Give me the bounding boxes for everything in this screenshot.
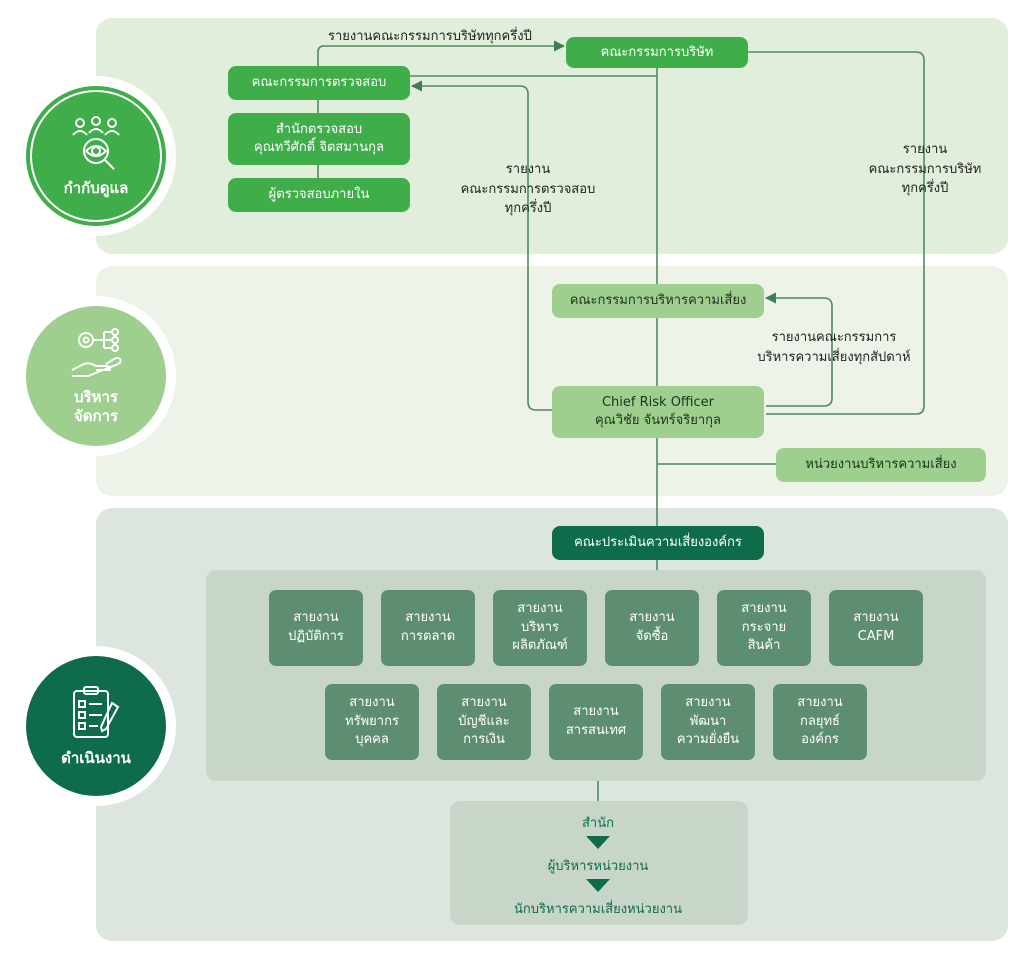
checklist-pencil-icon <box>73 686 120 739</box>
unit-distribution: สายงาน กระจาย สินค้า <box>717 590 811 666</box>
down-arrow-icon <box>586 836 610 849</box>
risk-unit-box: หน่วยงานบริหารความเสี่ยง <box>776 448 986 482</box>
report-audit-label: รายงาน คณะกรรมการตรวจสอบ ทุกครึ่งปี <box>460 162 596 216</box>
board-box: คณะกรรมการบริษัท <box>566 37 748 68</box>
unit-marketing: สายงาน การตลาด <box>381 590 475 666</box>
manage-title: บริหาร จัดการ <box>73 387 119 426</box>
manage-circle: บริหาร จัดการ <box>16 296 176 456</box>
hand-gear-network-icon <box>71 327 122 377</box>
unit-hr: สายงาน ทรัพยากร บุคคล <box>325 684 419 760</box>
unit-strategy: สายงาน กลยุทธ์ องค์กร <box>773 684 867 760</box>
operate-circle: ดำเนินงาน <box>16 646 176 806</box>
office-step: สำนัก <box>582 816 614 831</box>
unit-it: สายงาน สารสนเทศ <box>549 684 643 760</box>
audit-office-box: สำนักตรวจสอบ คุณทวีศักดิ์ จิตสมานกุล <box>228 113 410 165</box>
risk-committee-box: คณะกรรมการบริหารความเสี่ยง <box>552 284 764 318</box>
govern-title: กำกับดูแล <box>63 179 129 198</box>
report-board-right-label: รายงาน คณะกรรมการบริษัท ทุกครึ่งปี <box>868 142 982 196</box>
report-risk-label: รายงานคณะกรรมการ บริหารความเสี่ยงทุกสัปด… <box>757 330 911 365</box>
cro-box: Chief Risk Officer คุณวิชัย จันทร์จริยาก… <box>552 386 764 438</box>
unit-finance: สายงาน บัญชีและ การเงิน <box>437 684 531 760</box>
govern-circle: กำกับดูแล <box>16 76 176 236</box>
unit-cafm: สายงาน CAFM <box>829 590 923 666</box>
down-arrow-icon <box>586 879 610 892</box>
unit-risk-officer-step: นักบริหารความเสี่ยงหน่วยงาน <box>514 902 682 917</box>
unit-manager-step: ผู้บริหารหน่วยงาน <box>547 859 649 874</box>
unit-product: สายงาน บริหาร ผลิตภัณฑ์ <box>493 590 587 666</box>
internal-auditor-box: ผู้ตรวจสอบภายใน <box>228 178 410 212</box>
audit-committee-box: คณะกรรมการตรวจสอบ <box>228 66 410 100</box>
assessment-committee-box: คณะประเมินความเสี่ยงองค์กร <box>552 526 764 560</box>
unit-operations: สายงาน ปฏิบัติการ <box>269 590 363 666</box>
people-eye-gear-icon <box>72 116 120 170</box>
office-panel <box>450 801 748 925</box>
report-board-label: รายงานคณะกรรมการบริษัททุกครึ่งปี <box>328 29 532 44</box>
unit-sustainability: สายงาน พัฒนา ความยั่งยืน <box>661 684 755 760</box>
unit-procurement: สายงาน จัดซื้อ <box>605 590 699 666</box>
operate-title: ดำเนินงาน <box>61 749 131 768</box>
